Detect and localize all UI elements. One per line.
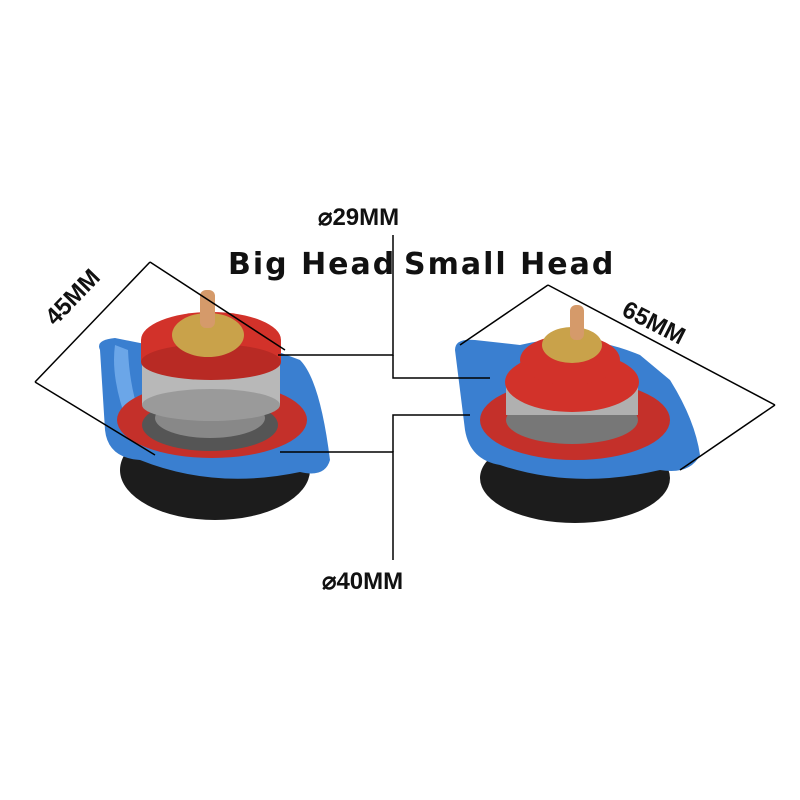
big-head-cap xyxy=(99,290,330,520)
top-diameter-label: ⌀29MM xyxy=(318,204,400,231)
big-head-label: Big Head xyxy=(228,247,397,282)
dimension-lines xyxy=(34,235,776,560)
small-head-cap xyxy=(455,305,700,523)
small-head-label: Small Head xyxy=(404,247,616,282)
bottom-diameter-label: ⌀40MM xyxy=(322,568,404,595)
